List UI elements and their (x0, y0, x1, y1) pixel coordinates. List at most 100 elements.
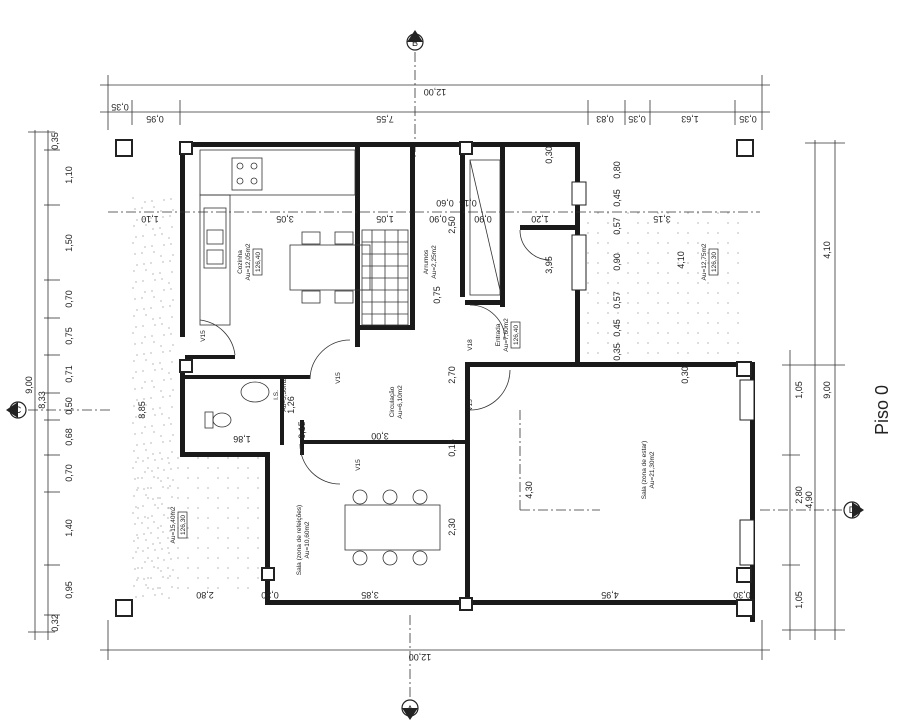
stipple-dot (637, 302, 639, 304)
stipple-dot (247, 507, 249, 509)
stipple-dot (667, 242, 669, 244)
stipple-dot (617, 292, 619, 294)
stipple-dot (137, 517, 139, 519)
stipple-dot (737, 352, 739, 354)
svg-text:0,30: 0,30 (261, 590, 279, 600)
stipple-dot (135, 551, 137, 553)
stipple-dot (168, 282, 170, 284)
stipple-dot (142, 550, 144, 552)
stipple-dot (141, 387, 143, 389)
stipple-dot (161, 458, 163, 460)
stipple-dot (170, 468, 172, 470)
stipple-dot (587, 342, 589, 344)
stipple-dot (727, 282, 729, 284)
stipple-dot (167, 567, 169, 569)
stipple-dot (647, 262, 649, 264)
stipple-dot (153, 341, 155, 343)
stipple-dot (150, 442, 152, 444)
stipple-dot (597, 272, 599, 274)
stipple-dot (161, 503, 163, 505)
stipple-dot (167, 487, 169, 489)
dim-right-total: 9,00 (822, 381, 832, 399)
stipple-dot (697, 242, 699, 244)
stipple-dot (707, 252, 709, 254)
stipple-dot (637, 222, 639, 224)
stipple-dot (707, 292, 709, 294)
stipple-dot (647, 322, 649, 324)
stipple-dot (197, 517, 199, 519)
stipple-dot (143, 218, 145, 220)
stipple-dot (607, 212, 609, 214)
stipple-dot (667, 332, 669, 334)
stipple-dot (647, 342, 649, 344)
stipple-dot (167, 547, 169, 549)
stipple-dot (153, 251, 155, 253)
stipple-dot (627, 292, 629, 294)
stipple-dot (135, 596, 137, 598)
stipple-dot (207, 467, 209, 469)
stipple-dot (257, 577, 259, 579)
stipple-dot (137, 537, 139, 539)
dim-right-3: 1,05 (794, 591, 804, 609)
stipple-dot (677, 222, 679, 224)
stipple-dot (162, 576, 164, 578)
stipple-dot (151, 515, 153, 517)
stipple-dot (170, 378, 172, 380)
svg-text:0,90: 0,90 (474, 214, 492, 224)
bottom-dimension-chain: 12,00 (100, 620, 770, 662)
stipple-dot (667, 272, 669, 274)
stipple-dot (171, 226, 173, 228)
stipple-dot (141, 567, 143, 569)
stipple-dot (737, 232, 739, 234)
stipple-dot (147, 587, 149, 589)
stipple-dot (177, 547, 179, 549)
inner-dimensions: 1,10 3,05 1,05 0,90 0,90 1,20 3,15 0,80 … (137, 146, 751, 600)
stipple-dot (159, 272, 161, 274)
stipple-dot (172, 479, 174, 481)
stipple-dot (657, 262, 659, 264)
stipple-dot (677, 342, 679, 344)
stipple-dot (172, 389, 174, 391)
stipple-dot (163, 559, 165, 561)
stipple-dot (217, 527, 219, 529)
stipple-dot (667, 252, 669, 254)
stipple-dot (133, 450, 135, 452)
stipple-dot (133, 540, 135, 542)
stipple-dot (677, 232, 679, 234)
stipple-dot (142, 595, 144, 597)
stipple-dot (257, 567, 259, 569)
stipple-dot (152, 228, 154, 230)
svg-text:3,15: 3,15 (653, 214, 671, 224)
stipple-dot (160, 210, 162, 212)
stipple-dot (227, 537, 229, 539)
terrace-hatching (132, 197, 739, 599)
stipple-dot (143, 308, 145, 310)
stipple-dot (153, 521, 155, 523)
stipple-dot (142, 235, 144, 237)
stipple-dot (587, 352, 589, 354)
stipple-dot (587, 262, 589, 264)
stipple-dot (157, 477, 159, 479)
stipple-dot (168, 237, 170, 239)
stipple-dot (133, 495, 135, 497)
stipple-dot (687, 272, 689, 274)
stipple-dot (137, 577, 139, 579)
stipple-dot (607, 222, 609, 224)
stipple-dot (237, 547, 239, 549)
stipple-dot (154, 459, 156, 461)
stipple-dot (154, 324, 156, 326)
dim-top-6: 1,63 (681, 114, 699, 124)
stipple-dot (727, 342, 729, 344)
stipple-dot (161, 368, 163, 370)
stipple-dot (647, 222, 649, 224)
stipple-dot (159, 587, 161, 589)
svg-text:Au=7,60m2: Au=7,60m2 (503, 318, 510, 352)
stipple-dot (147, 457, 149, 459)
door-swings (199, 229, 551, 485)
stipple-dot (237, 557, 239, 559)
svg-text:2,30: 2,30 (447, 518, 457, 536)
stipple-dot (137, 567, 139, 569)
stipple-dot (172, 254, 174, 256)
stipple-dot (587, 252, 589, 254)
stipple-dot (697, 212, 699, 214)
